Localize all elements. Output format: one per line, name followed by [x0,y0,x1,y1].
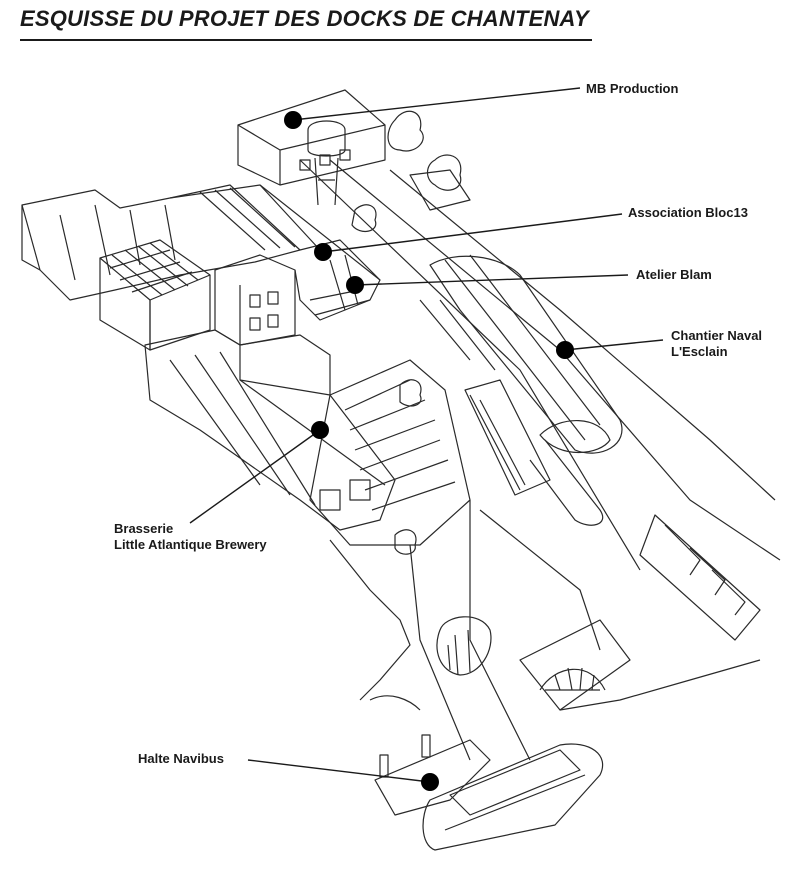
page-title: ESQUISSE DU PROJET DES DOCKS DE CHANTENA… [20,6,589,31]
road [409,500,601,761]
paved-court [309,359,471,555]
water-tower [307,120,346,206]
label-chantier-naval: Chantier Naval L'Esclain [671,328,763,359]
leader-association-bloc13 [322,213,623,253]
navibus-boat [422,743,604,851]
label-brasserie: Brasserie Little Atlantique Brewery [114,521,267,552]
leader-mb-production [292,87,581,121]
label-halte-navibus: Halte Navibus [138,751,224,766]
label-association-bloc13: Association Bloc13 [628,205,748,220]
leader-halte-navibus [247,759,431,783]
right-pier [639,514,761,641]
quay-rails [299,159,781,571]
leader-atelier-blam [354,274,629,286]
leader-brasserie [189,429,321,524]
bridge-arch [519,619,631,711]
mb-production-building [237,89,386,206]
label-mb-production: MB Production [586,81,679,96]
shipyard-hangar [429,254,623,526]
marker-atelier-blam [346,276,364,294]
label-atelier-blam: Atelier Blam [636,267,712,282]
greenhouse [99,239,211,351]
marker-mb-production [284,111,302,129]
willow-tree [436,616,492,676]
marker-halte-navibus [421,773,439,791]
courtyard-trees [351,110,471,233]
leader-chantier-naval [564,339,664,351]
shoreline [329,539,761,711]
marker-association-bloc13 [314,243,332,261]
marker-brasserie [311,421,329,439]
tram [464,379,551,496]
marker-chantier-naval [556,341,574,359]
warehouse-block-left [21,184,321,301]
title-underline [20,39,592,41]
